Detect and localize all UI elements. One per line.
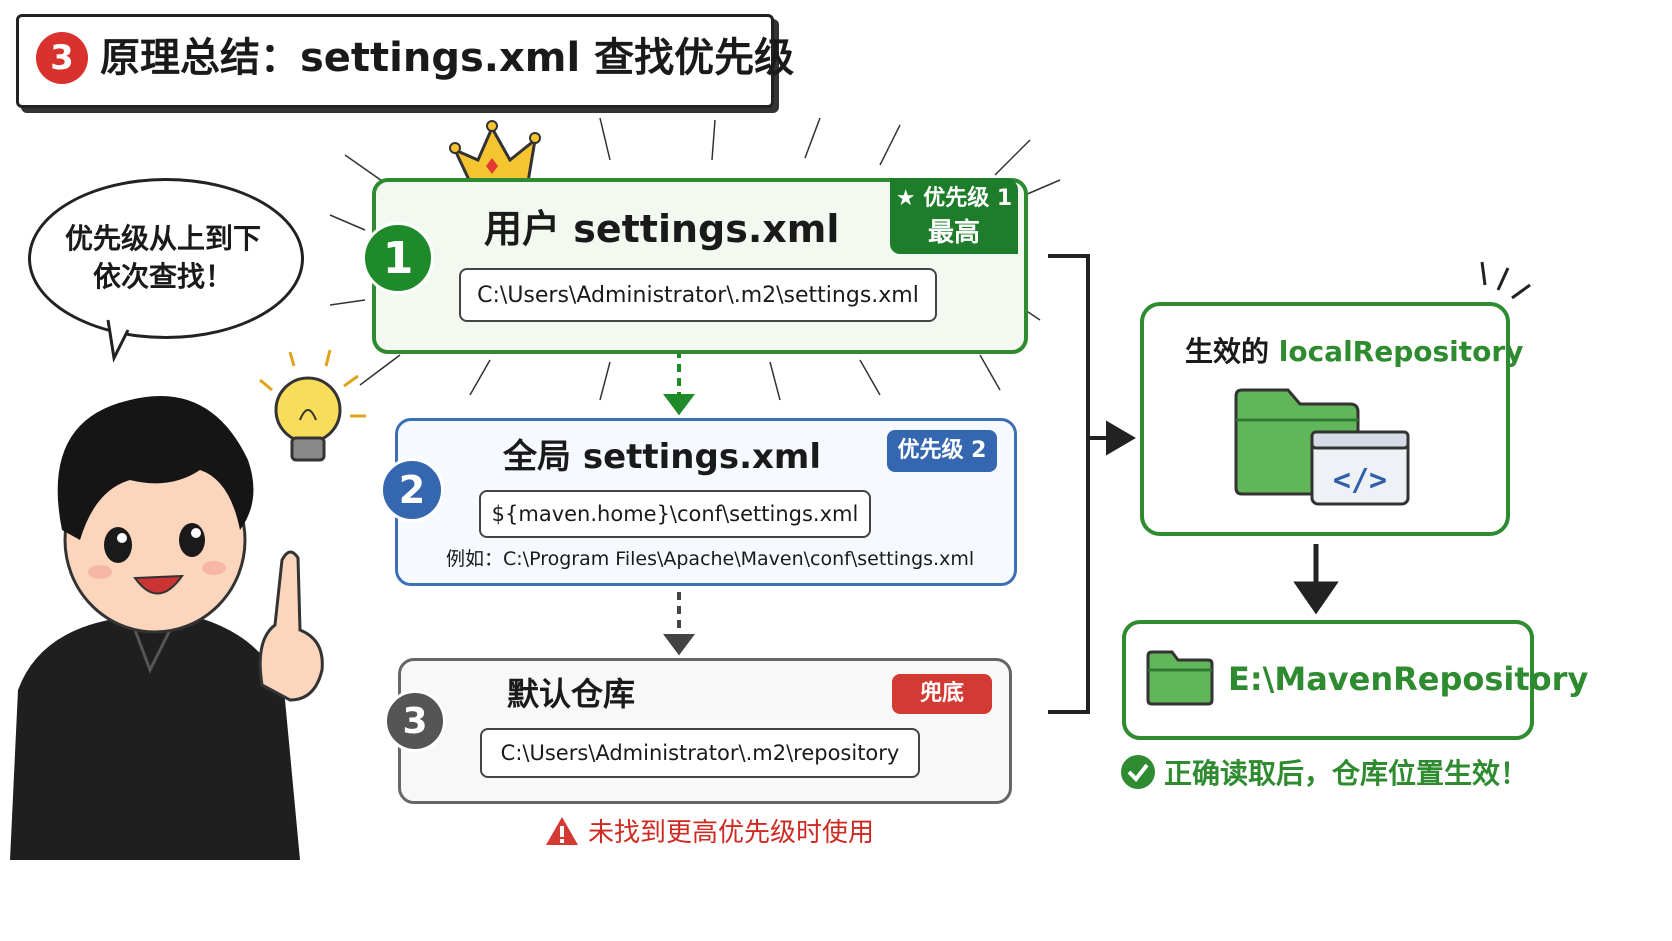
crown-icon — [449, 120, 541, 184]
label-highlight: localRepository — [1278, 335, 1524, 368]
svg-text:</>: </> — [1333, 463, 1387, 498]
badge-priority-text: 优先级 1 — [923, 186, 1013, 211]
step-number-2: 2 — [380, 458, 444, 522]
arrow-down-result — [1293, 544, 1339, 615]
arrow-2-to-3 — [663, 592, 695, 656]
title-step-number: 3 — [36, 32, 88, 84]
badge-priority-line: ★ 优先级 1 — [890, 178, 1018, 216]
user-settings-path: C:\Users\Administrator\.m2\settings.xml — [459, 268, 937, 322]
default-repository-path: C:\Users\Administrator\.m2\repository — [480, 728, 920, 778]
effective-local-repository-label: 生效的 localRepository — [1185, 330, 1523, 370]
warning-icon — [546, 816, 578, 845]
title-banner — [16, 14, 774, 108]
code-folder-icon: </> — [1234, 388, 1410, 506]
character-illustration — [10, 349, 366, 860]
speech-line-1: 优先级从上到下 — [64, 222, 261, 255]
arrow-1-to-2 — [663, 350, 695, 416]
card-title-default: 默认仓库 — [507, 675, 636, 713]
star-icon: ★ — [895, 186, 916, 211]
page-title: 原理总结：settings.xml 查找优先级 — [100, 35, 795, 81]
success-note-text: 正确读取后，仓库位置生效！ — [1164, 757, 1529, 790]
card-title-user: 用户 settings.xml — [484, 207, 840, 251]
folder-icon — [1146, 650, 1214, 706]
speech-bubble-tail — [106, 319, 130, 363]
success-note: 正确读取后，仓库位置生效！ — [1120, 752, 1528, 792]
sunburst-rays — [329, 117, 1061, 401]
global-settings-path: ${maven.home}\conf\settings.xml — [479, 490, 871, 538]
fallback-badge: 兜底 — [892, 674, 992, 714]
global-settings-example: 例如：C:\Program Files\Apache\Maven\conf\se… — [446, 548, 975, 570]
fallback-note: 未找到更高优先级时使用 — [544, 812, 874, 849]
lightbulb-icon — [259, 349, 366, 462]
badge-highest-line: 最高 — [927, 218, 980, 248]
speech-line-2: 依次查找！ — [92, 260, 233, 293]
step-number-3: 3 — [384, 690, 446, 752]
priority-badge-1: ★ 优先级 1 最高 — [890, 178, 1018, 254]
bracket-connector — [1048, 254, 1136, 714]
priority-badge-2: 优先级 2 — [887, 430, 997, 472]
step-number-1: 1 — [362, 222, 434, 294]
repository-path-text: E:\MavenRepository — [1228, 660, 1589, 698]
fallback-note-text: 未找到更高优先级时使用 — [588, 818, 875, 848]
card-title-global: 全局 settings.xml — [503, 437, 822, 477]
label-prefix: 生效的 — [1185, 335, 1279, 368]
check-circle-icon — [1121, 755, 1155, 789]
speech-bubble — [28, 178, 304, 339]
spark-lines — [1480, 261, 1531, 300]
speech-bubble-text: 优先级从上到下 依次查找！ — [50, 220, 276, 296]
